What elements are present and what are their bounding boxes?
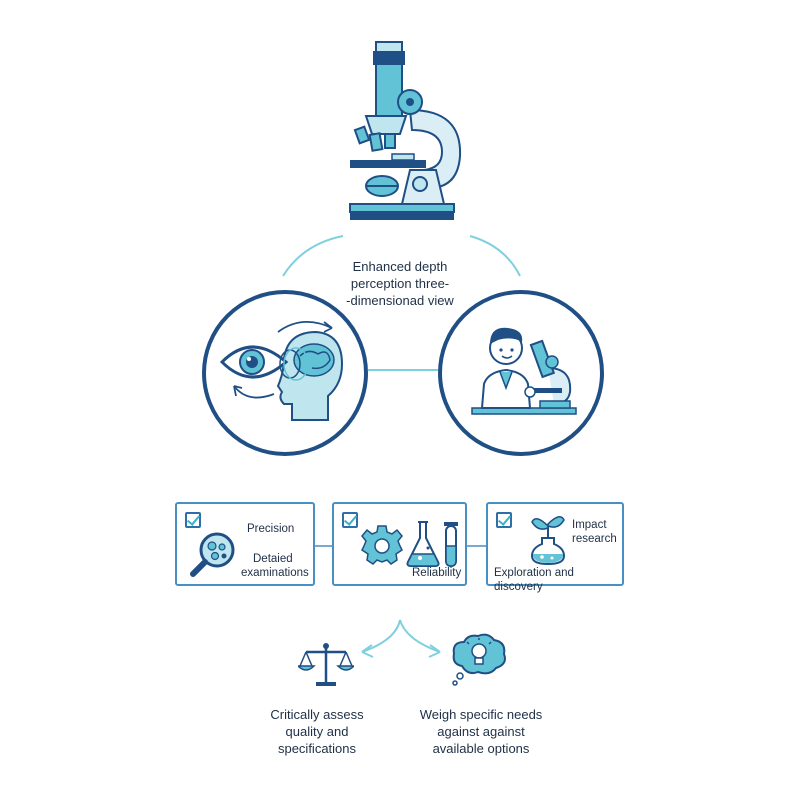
eye-brain-circle xyxy=(202,290,368,456)
assess-quality-text: Critically assess quality and specificat… xyxy=(232,706,402,757)
checkbox-checked-icon xyxy=(342,512,358,528)
gear-icon xyxy=(361,525,403,565)
weigh-needs-text: Weigh specific needs against against ava… xyxy=(396,706,566,757)
checkbox-checked-icon xyxy=(496,512,512,528)
impact-label: Impact xyxy=(572,519,607,531)
weigh-line3: available options xyxy=(432,741,530,756)
exploration-label: Exploration and discovery xyxy=(494,567,574,593)
reliability-label: Reliability xyxy=(412,567,462,579)
weigh-line2: against against xyxy=(437,724,525,739)
research-label: research xyxy=(572,533,617,545)
center-label-line2: perception three- xyxy=(350,276,450,291)
center-label-line1: Enhanced depth xyxy=(352,259,448,274)
assess-line1: Critically assess xyxy=(270,707,364,722)
assess-line3: specifications xyxy=(277,741,357,756)
detailed-label: Detaied xyxy=(253,553,293,565)
card-reliability: Reliability xyxy=(332,502,467,586)
scientist-circle xyxy=(438,290,604,456)
weigh-line1: Weigh specific needs xyxy=(419,707,543,722)
lightbulb-thought-icon xyxy=(452,633,506,686)
plant-flask-icon xyxy=(530,516,566,566)
scale-icon xyxy=(298,643,354,686)
assess-line2: quality and xyxy=(285,724,349,739)
flask-icon xyxy=(406,521,458,567)
magnifier-cells-icon xyxy=(190,532,235,577)
checkbox-checked-icon xyxy=(185,512,201,528)
card-impact: Impact research Exploration and discover… xyxy=(486,502,624,593)
precision-label: Precision xyxy=(247,523,295,535)
depth-perception-label: Enhanced depth perception three- -dimens… xyxy=(330,258,470,309)
center-label-line3: -dimensionad view xyxy=(346,293,454,308)
microscope-icon xyxy=(349,41,462,220)
examinations-label: examinations xyxy=(241,567,309,579)
card-precision: Precision Detaied examinations xyxy=(175,502,315,586)
